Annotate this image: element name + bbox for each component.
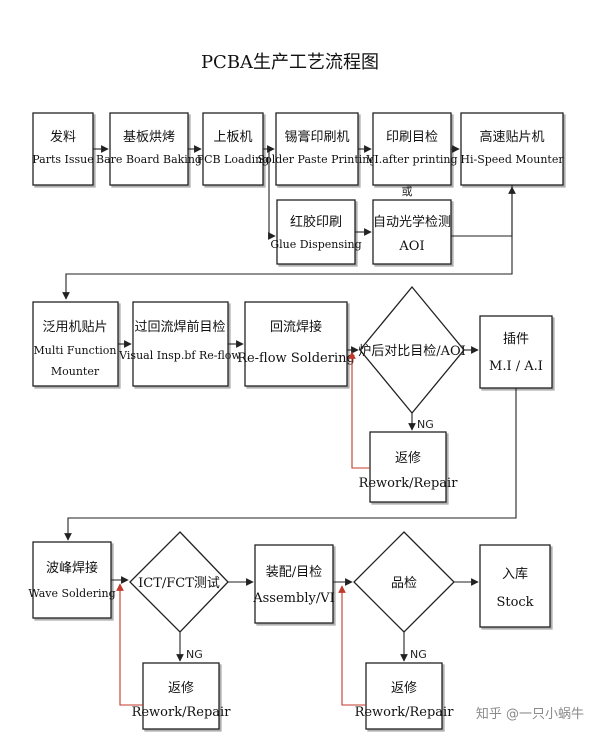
node-label-en: Glue Dispensing bbox=[270, 238, 361, 251]
node-label-zh: 返修 bbox=[391, 681, 417, 696]
node-parts-issue: 发料 Parts Issue bbox=[32, 112, 94, 186]
node-label-zh: 高速贴片机 bbox=[479, 129, 544, 145]
connector-arrow bbox=[268, 149, 276, 240]
node-label-zh: 泛用机贴片 bbox=[42, 320, 107, 335]
node-label-zh: 返修 bbox=[168, 681, 194, 696]
node-label-en: Multi Function bbox=[34, 344, 117, 357]
or-label: 或 bbox=[402, 185, 413, 198]
node-label-en: Rework/Repair bbox=[132, 705, 232, 720]
node-pcb-loading: 上板机 PCB Loading bbox=[197, 112, 270, 186]
node-label-zh: 返修 bbox=[395, 451, 421, 466]
node-rework-3: 返修 Rework/Repair bbox=[355, 662, 455, 730]
rework-return-arrow bbox=[338, 585, 366, 706]
rework-return-arrow bbox=[348, 351, 370, 469]
node-insertion-mi-ai: 插件 M.I / A.I bbox=[479, 315, 553, 389]
node-label-zh: 锡膏印刷机 bbox=[284, 129, 349, 145]
node-reflow-soldering: 回流焊接 Re-flow Soldering bbox=[237, 301, 355, 387]
node-label-en: Stock bbox=[496, 595, 533, 610]
decision-aoi-after-reflow: 炉后对比目检/AOI bbox=[358, 285, 466, 415]
connector-arrow bbox=[64, 388, 517, 541]
node-label-zh: 上板机 bbox=[213, 130, 252, 145]
node-label-en: Visual Insp.bf Re-flow bbox=[118, 349, 241, 362]
node-label-zh: 回流焊接 bbox=[270, 319, 322, 335]
rework-return-arrow bbox=[116, 583, 143, 706]
decision-quality-inspection: 品检 bbox=[353, 531, 455, 633]
decision-label: 品检 bbox=[391, 576, 417, 591]
node-label-zh: 基板烘烤 bbox=[123, 130, 175, 145]
ng-label: NG bbox=[186, 648, 203, 661]
node-label-en: PCB Loading bbox=[197, 153, 270, 166]
node-label-zh: 过回流焊前目检 bbox=[134, 319, 225, 335]
node-label-en: Assembly/VI bbox=[252, 591, 334, 606]
ng-label: NG bbox=[410, 648, 427, 661]
node-vi-after-printing: 印刷目检 VI.after printing bbox=[365, 112, 458, 186]
node-label-zh: 装配/目检 bbox=[266, 565, 322, 580]
node-label-en: Re-flow Soldering bbox=[237, 351, 355, 366]
node-label-en: M.I / A.I bbox=[489, 359, 543, 374]
node-label-en: Rework/Repair bbox=[355, 705, 455, 720]
node-bare-board-baking: 基板烘烤 Bare Board Baking bbox=[96, 112, 202, 186]
node-label-zh: 发料 bbox=[50, 129, 76, 145]
node-assembly-vi: 装配/目检 Assembly/VI bbox=[252, 544, 335, 624]
node-label-zh: 自动光学检测 bbox=[373, 214, 451, 230]
node-stock: 入库 Stock bbox=[479, 544, 551, 628]
node-rework-2: 返修 Rework/Repair bbox=[132, 662, 232, 730]
node-rework-1: 返修 Rework/Repair bbox=[359, 431, 459, 503]
decision-label: 炉后对比目检/AOI bbox=[358, 344, 466, 359]
node-multi-function-mounter: 泛用机贴片 Multi Function Mounter bbox=[32, 301, 119, 387]
node-aoi-1: 自动光学检测 AOI bbox=[372, 199, 452, 265]
node-glue-dispensing: 红胶印刷 Glue Dispensing bbox=[270, 199, 362, 265]
decision-ict-fct-test: ICT/FCT测试 bbox=[129, 531, 229, 633]
node-label-en: AOI bbox=[398, 239, 424, 254]
node-label-zh: 印刷目检 bbox=[386, 130, 438, 145]
node-label-zh: 红胶印刷 bbox=[290, 214, 342, 230]
node-label-en-2: Mounter bbox=[51, 365, 100, 378]
node-label-en: Wave Soldering bbox=[28, 587, 115, 600]
node-label-en: Solder Paste Printing bbox=[258, 153, 377, 166]
node-visual-insp-before-reflow: 过回流焊前目检 Visual Insp.bf Re-flow bbox=[118, 301, 241, 387]
node-label-en: Bare Board Baking bbox=[96, 153, 202, 166]
node-label-en: Parts Issue bbox=[32, 153, 94, 166]
node-hi-speed-mounter: 高速贴片机 Hi-Speed Mounter bbox=[460, 112, 564, 186]
node-label-en: Rework/Repair bbox=[359, 476, 459, 491]
ng-label: NG bbox=[417, 418, 434, 431]
node-label-zh: 入库 bbox=[502, 566, 528, 582]
connector-arrow bbox=[62, 185, 513, 300]
node-label-en: VI.after printing bbox=[365, 153, 457, 166]
node-label-zh: 波峰焊接 bbox=[46, 560, 98, 576]
node-label-en: Hi-Speed Mounter bbox=[460, 153, 564, 166]
watermark: 知乎 @一只小蜗牛 bbox=[476, 706, 584, 722]
decision-label: ICT/FCT测试 bbox=[138, 576, 220, 591]
connector-arrow bbox=[451, 186, 516, 237]
node-wave-soldering: 波峰焊接 Wave Soldering bbox=[28, 541, 116, 619]
node-label-zh: 插件 bbox=[503, 332, 529, 347]
page-title: PCBA生产工艺流程图 bbox=[201, 52, 379, 73]
